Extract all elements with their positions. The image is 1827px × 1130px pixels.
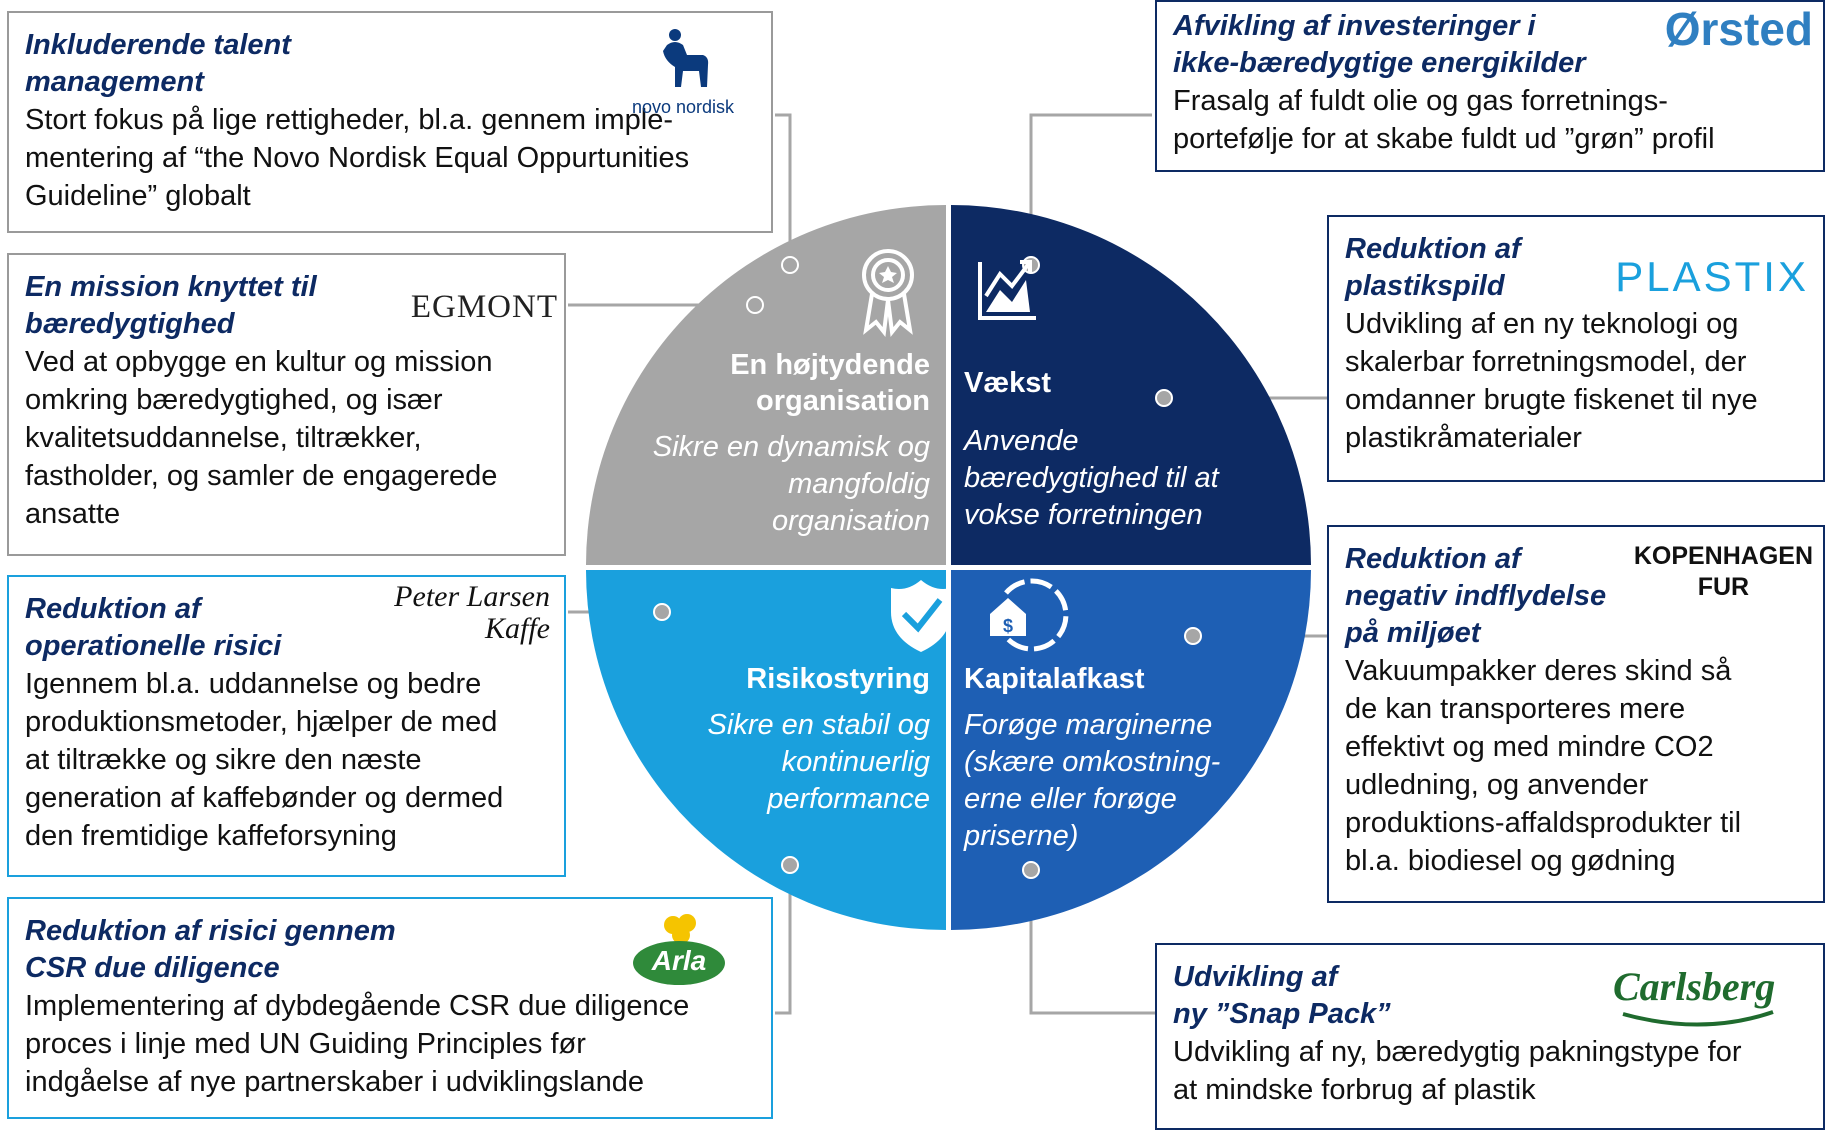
carlsberg-swoosh-icon — [1622, 1010, 1774, 1027]
case-title: En mission knyttet til bæredygtighed — [25, 271, 317, 340]
connector-novo — [775, 113, 792, 265]
quadrant-capital-text: Kapitalafkast Forøge marginerne (skære o… — [964, 661, 1284, 855]
dot-novo — [781, 256, 799, 274]
case-title: Inkluderende talent management — [25, 29, 291, 98]
case-body: Ved at opbygge en kultur og mission omkr… — [25, 346, 498, 530]
case-box-orsted: Afvikling af investeringer i ikke-bæredy… — [1155, 0, 1825, 172]
dot-egmont — [746, 296, 764, 314]
svg-text:$: $ — [1003, 616, 1013, 636]
case-title: Reduktion af negativ indflydelse på milj… — [1345, 543, 1607, 649]
arla-flower-icon — [633, 914, 725, 985]
case-body: Udvikling af en ny teknologi og skalerba… — [1345, 308, 1758, 454]
dot-kopenhagen — [1184, 627, 1202, 645]
case-title: Reduktion af operationelle risici — [25, 593, 282, 662]
connector-arla — [775, 865, 792, 1015]
case-box-peter-larsen: Reduktion af operationelle risici Igenne… — [7, 575, 566, 877]
growth-chart-icon — [978, 260, 1036, 320]
shield-check-icon — [891, 580, 951, 652]
case-box-plastix: Reduktion af plastikspild Udvikling af e… — [1327, 215, 1825, 482]
case-box-arla: Reduktion af risici gennem CSR due dilig… — [7, 897, 773, 1119]
quadrant-risk-subtitle: Sikre en stabil og kontinuerlig performa… — [707, 709, 930, 815]
arla-logo-text: Arla — [651, 945, 707, 976]
orsted-logo: Ørsted — [1664, 3, 1813, 55]
case-title: Udvikling af ny ”Snap Pack” — [1173, 961, 1391, 1030]
case-body: Stort fokus på lige rettigheder, bl.a. g… — [25, 104, 690, 212]
case-body: Frasalg af fuldt olie og gas forretnings… — [1173, 85, 1715, 155]
case-body: Igennem bl.a. uddannelse og bedre produk… — [25, 668, 504, 852]
dot-carlsberg — [1022, 861, 1040, 879]
quadrant-growth-label: Vækst — [964, 367, 1052, 399]
quadrant-organisation-text: En højtydende organisation Sikre en dyna… — [610, 347, 930, 540]
house-dollar-icon: $ — [990, 578, 1069, 652]
quadrant-capital-label: Kapitalafkast — [964, 663, 1145, 695]
case-box-novo-nordisk: Inkluderende talent management Stort fok… — [7, 11, 773, 233]
dot-arla — [781, 856, 799, 874]
dot-peterlarsen — [653, 603, 671, 621]
novo-nordisk-bull-icon — [663, 29, 709, 87]
quadrant-organisation-subtitle: Sikre en dynamisk og mangfoldig organisa… — [652, 431, 930, 537]
case-box-kopenhagen-fur: Reduktion af negativ indflydelse på milj… — [1327, 525, 1825, 903]
arla-logo: Arla — [629, 911, 729, 987]
connector-dots — [653, 256, 1202, 879]
dot-plastix — [1155, 389, 1173, 407]
quadrant-capital — [951, 570, 1311, 930]
quadrant-risk-label: Risikostyring — [746, 663, 930, 695]
case-title: Reduktion af plastikspild — [1345, 233, 1521, 302]
carlsberg-logo: Carlsberg — [1613, 963, 1783, 1037]
quadrant-organisation — [586, 205, 946, 565]
quadrant-capital-subtitle: Forøge marginerne (skære omkostning- ern… — [964, 709, 1221, 852]
case-body: Implementering af dybdegående CSR due di… — [25, 990, 690, 1098]
novo-nordisk-logo-text: novo nordisk — [631, 97, 735, 117]
case-title: Afvikling af investeringer i ikke-bæredy… — [1173, 10, 1586, 79]
quadrant-organisation-label: En højtydende organisation — [730, 349, 930, 417]
award-ribbon-icon — [862, 249, 914, 337]
novo-nordisk-logo: novo nordisk — [625, 27, 741, 116]
peter-larsen-logo: Peter Larsen Kaffe — [394, 580, 550, 645]
quadrant-growth-subtitle: Anvende bæredygtighed til at vokse forre… — [964, 425, 1219, 531]
quadrant-risk-text: Risikostyring Sikre en stabil og kontinu… — [610, 661, 930, 818]
case-body: Udvikling af ny, bæredygtig pakningstype… — [1173, 1036, 1742, 1106]
quadrant-risk — [586, 570, 946, 930]
case-body: Vakuumpakker deres skind så de kan trans… — [1345, 655, 1742, 877]
carlsberg-logo-text: Carlsberg — [1613, 964, 1776, 1009]
quadrant-growth — [951, 205, 1311, 565]
case-box-egmont: En mission knyttet til bæredygtighed Ved… — [7, 253, 566, 556]
quadrant-growth-text: Vækst Anvende bæredygtighed til at vokse… — [964, 365, 1284, 534]
case-box-carlsberg: Udvikling af ny ”Snap Pack” Udvikling af… — [1155, 943, 1825, 1130]
egmont-logo: EGMONT — [410, 289, 558, 325]
kopenhagen-fur-logo: KOPENHAGEN FUR — [1633, 542, 1813, 601]
case-title: Reduktion af risici gennem CSR due dilig… — [25, 915, 396, 984]
plastix-logo: PLASTIX — [1615, 253, 1809, 300]
